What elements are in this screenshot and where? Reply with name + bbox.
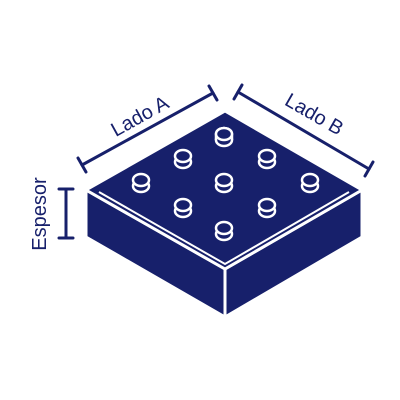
dimension-thickness <box>57 187 75 240</box>
stud <box>257 197 277 219</box>
stud <box>173 148 193 170</box>
stud <box>214 172 234 194</box>
stud <box>173 197 193 219</box>
label-thickness: Espesor <box>29 177 51 251</box>
stud-grid <box>131 126 320 242</box>
stud <box>214 220 234 242</box>
tile-top-bevel <box>98 191 350 266</box>
stud <box>300 172 320 194</box>
stud <box>214 126 234 148</box>
label-side-b: Lado B <box>281 89 347 140</box>
stud <box>257 148 277 170</box>
dimension-side-b <box>232 83 375 178</box>
dimension-side-a <box>76 84 219 174</box>
stud <box>131 172 151 194</box>
